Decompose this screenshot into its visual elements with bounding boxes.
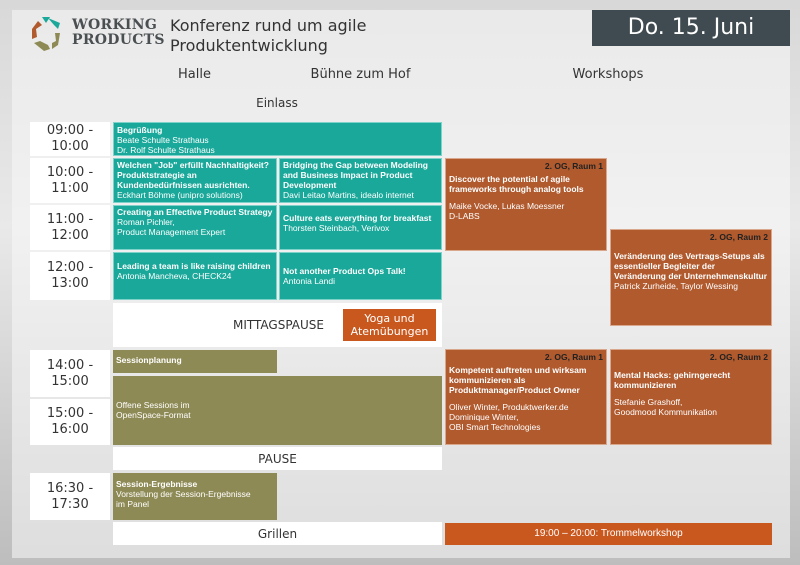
time-slot: 09:00 -10:00	[30, 122, 110, 156]
column-header-buehne: Bühne zum Hof	[310, 67, 411, 82]
trommel-workshop[interactable]: 19:00 – 20:00: Trommelworkshop	[445, 523, 772, 545]
logo-icon	[32, 17, 60, 51]
date-badge: Do. 15. Juni	[592, 10, 790, 46]
pause-break: PAUSE	[113, 447, 442, 470]
einlass-label: Einlass	[256, 96, 298, 110]
time-slot: 14:00 -15:00	[30, 350, 110, 397]
yoga-session[interactable]: Yoga und Atemübungen	[343, 309, 436, 341]
grillen: Grillen	[113, 522, 442, 545]
session-halle-1[interactable]: Welchen "Job" erfüllt Nachhaltigkeit? Pr…	[113, 158, 277, 203]
time-slot: 15:00 -16:00	[30, 399, 110, 445]
time-slot: 11:00 -12:00	[30, 205, 110, 250]
time-slot: 12:00 -13:00	[30, 252, 110, 300]
column-header-workshops: Workshops	[572, 67, 644, 82]
time-slot: 16:30 -17:30	[30, 473, 110, 520]
session-buehne-1[interactable]: Bridging the Gap between Modeling and Bu…	[279, 158, 442, 203]
column-header-halle: Halle	[178, 67, 211, 82]
time-slot: 10:00 -11:00	[30, 158, 110, 203]
session-buehne-3[interactable]: Not another Product Ops Talk!Antonia Lan…	[279, 252, 442, 300]
session-sessionplanung[interactable]: Sessionplanung	[113, 350, 277, 373]
